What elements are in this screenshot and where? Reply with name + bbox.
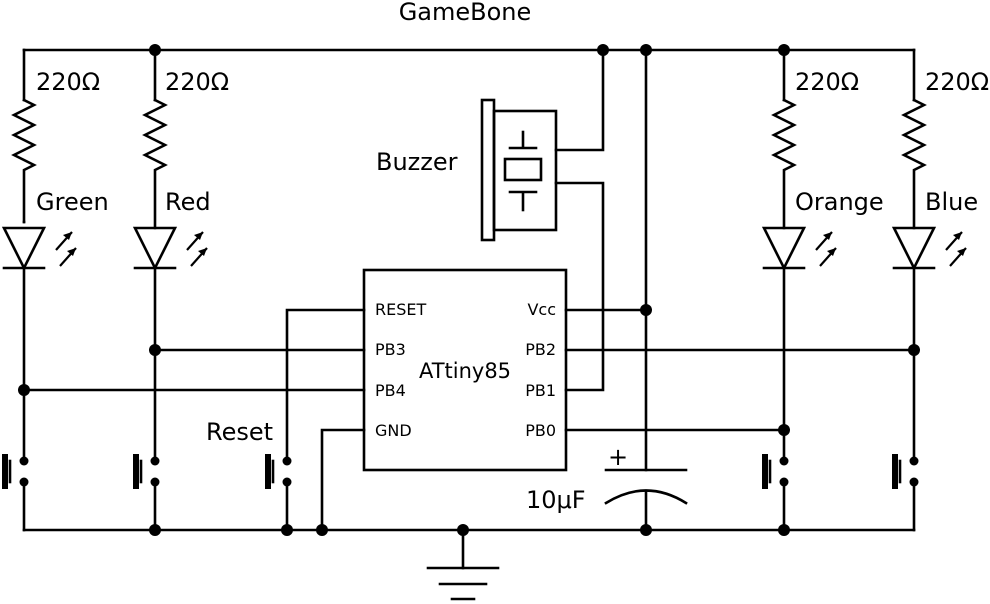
capacitor-value: 10μF	[526, 486, 586, 514]
resistor-3-label: 220Ω	[795, 68, 859, 96]
pin-pb4: PB4	[375, 381, 406, 400]
reset-button	[265, 454, 292, 489]
reset-label: Reset	[206, 418, 273, 446]
capacitor-polarity: +	[608, 443, 628, 471]
pin-pb3: PB3	[375, 340, 406, 359]
channel-blue: 220Ω Blue	[891, 48, 989, 532]
buzzer	[480, 48, 605, 242]
junctions	[18, 44, 920, 536]
led-red	[132, 226, 208, 271]
channel-orange: 220Ω Orange	[761, 48, 884, 532]
resistor-4	[901, 98, 927, 230]
resistor-1-label: 220Ω	[36, 68, 100, 96]
channel-green: 220Ω Green	[1, 48, 109, 532]
led-blue-label: Blue	[925, 188, 978, 216]
pin-pb1: PB1	[525, 381, 556, 400]
channel-red: 220Ω Red	[132, 48, 229, 532]
led-blue	[891, 226, 967, 271]
diagram-title: GameBone	[399, 0, 532, 26]
resistor-1	[11, 98, 37, 224]
led-green	[1, 226, 77, 271]
resistor-2	[142, 98, 168, 230]
pin-reset: RESET	[375, 300, 426, 319]
resistor-3	[771, 98, 797, 230]
button-1	[2, 454, 29, 489]
pin-pb2: PB2	[525, 340, 556, 359]
led-orange-label: Orange	[795, 188, 884, 216]
chip-name: ATtiny85	[419, 359, 511, 383]
led-green-label: Green	[36, 188, 109, 216]
resistor-4-label: 220Ω	[925, 68, 989, 96]
buzzer-label: Buzzer	[376, 148, 458, 176]
pin-pb0: PB0	[525, 421, 556, 440]
pin-vcc: Vcc	[527, 300, 556, 319]
pin-gnd: GND	[375, 421, 412, 440]
wire-pb1	[554, 181, 605, 392]
capacitor	[604, 48, 688, 532]
wire-reset	[285, 308, 366, 462]
wire-gnd	[320, 428, 366, 532]
button-4	[892, 454, 919, 489]
ground-symbol	[426, 528, 500, 601]
led-orange	[761, 226, 837, 271]
led-red-label: Red	[165, 188, 211, 216]
resistor-2-label: 220Ω	[165, 68, 229, 96]
attiny85-chip: ATtiny85 RESET PB3 PB4 GND Vcc PB2 PB1 P…	[362, 268, 568, 472]
